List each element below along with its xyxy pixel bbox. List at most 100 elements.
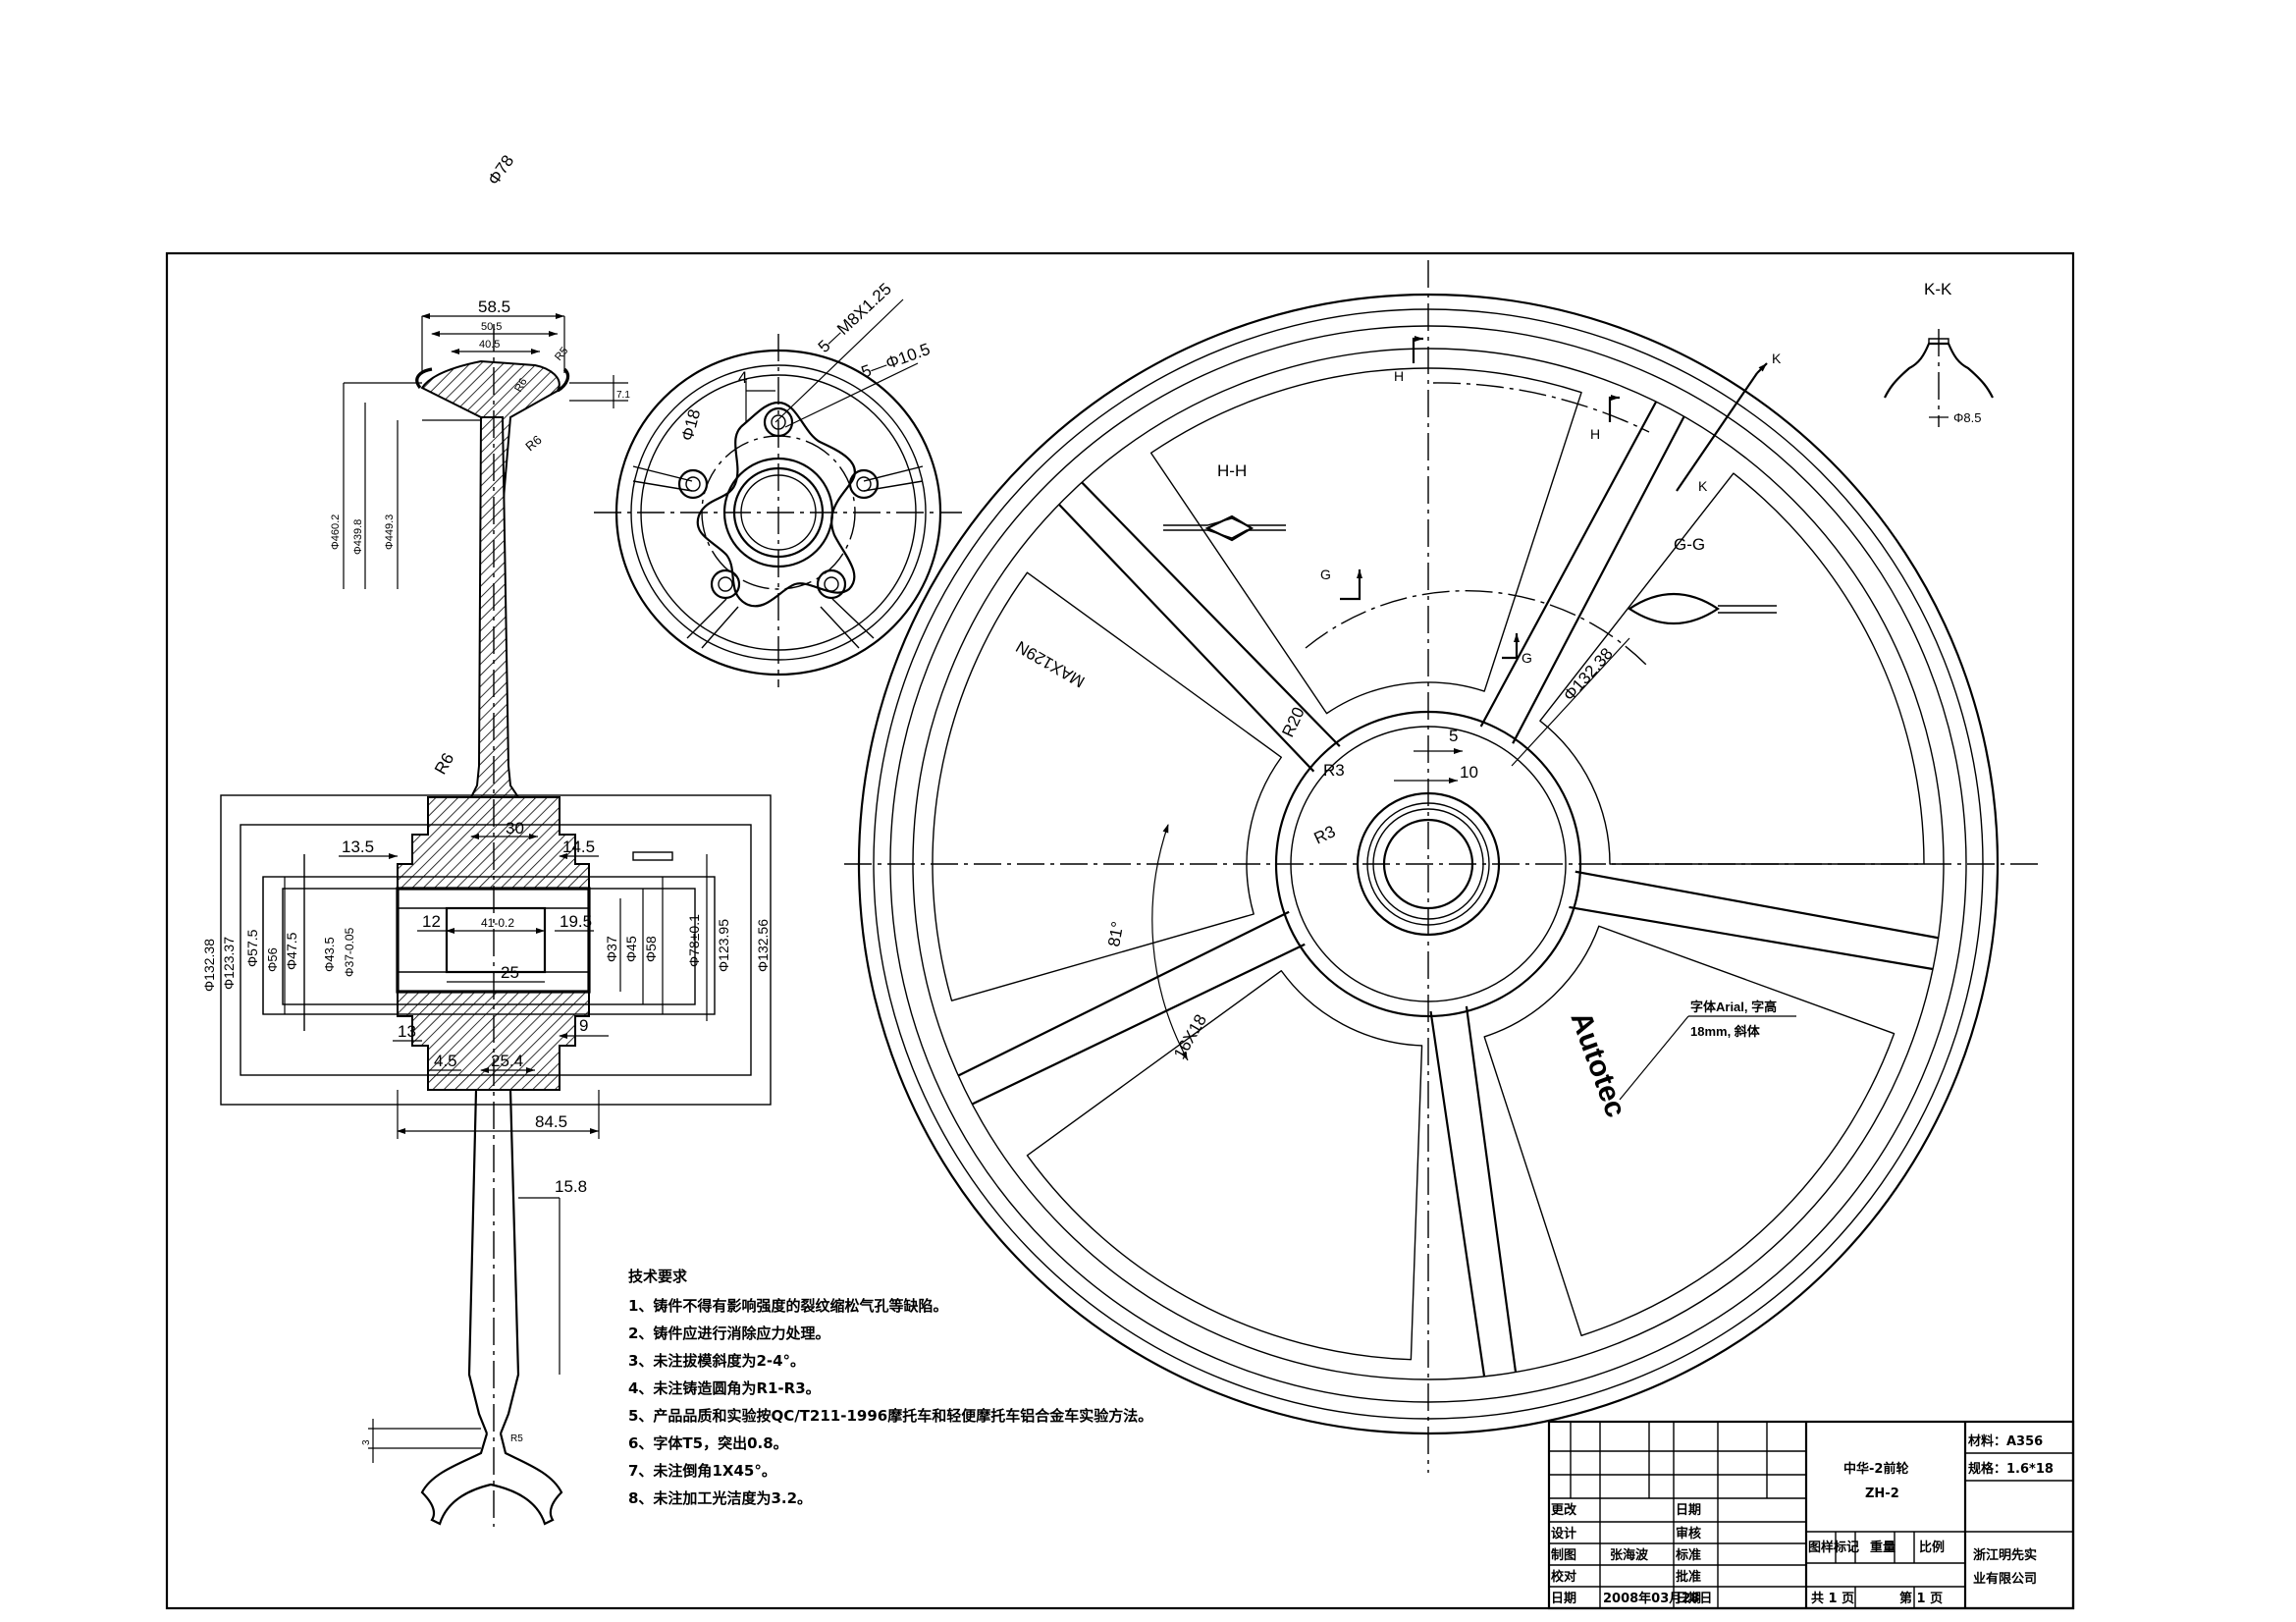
dim-bottom-small: 3 bbox=[361, 1439, 372, 1445]
dim-phi43-5: Φ43.5 bbox=[322, 937, 337, 972]
dim-14-5: 14.5 bbox=[562, 838, 595, 856]
hh-profile bbox=[1163, 514, 1286, 542]
tb-spec: 规格：1.6*18 bbox=[1968, 1461, 2054, 1477]
dim-phi56: Φ56 bbox=[265, 947, 280, 972]
mark-h1: H bbox=[1394, 368, 1404, 384]
gg-profile bbox=[1628, 593, 1777, 624]
mark-g2: G bbox=[1522, 650, 1532, 666]
tb-name: 中华-2前轮 bbox=[1843, 1461, 1908, 1477]
window-cutout bbox=[1483, 925, 1896, 1336]
hub-thread: 5—M8X1.25 bbox=[815, 280, 895, 356]
font-note-l1: 字体Arial, 字高 bbox=[1690, 1000, 1777, 1014]
dim-phi37b: Φ37 bbox=[604, 936, 619, 962]
side-section-view: 58.5 50.5 40.5 R5 R6 7.1 Φ460.2 Φ439.8 Φ… bbox=[201, 297, 772, 1527]
drawing-frame bbox=[165, 251, 2075, 1610]
tb-mid-label-4: 日期 bbox=[1676, 1592, 1701, 1606]
spoke-edge bbox=[971, 943, 1306, 1106]
tb-mid-label-2: 标准 bbox=[1675, 1547, 1701, 1563]
tb-mid-label-0: 日期 bbox=[1676, 1503, 1701, 1518]
note-6: 6、字体T5，突出0.8。 bbox=[628, 1434, 788, 1452]
spoke-edge bbox=[1512, 415, 1685, 744]
spoke-edge bbox=[1465, 1005, 1518, 1373]
note-4: 4、未注铸造圆角为R1-R3。 bbox=[628, 1379, 821, 1397]
spoke-edge bbox=[1058, 503, 1315, 773]
spoke-edge bbox=[957, 910, 1290, 1077]
diameter-dimensions: Φ132.38 Φ123.37 Φ57.5 Φ56 Φ47.5 Φ43.5 Φ3… bbox=[201, 851, 771, 1021]
top-dimensions: 58.5 50.5 40.5 R5 R6 7.1 Φ460.2 Φ439.8 Φ… bbox=[330, 297, 630, 589]
dim-web-r: R6 bbox=[522, 432, 544, 454]
tb-weight: 重量 bbox=[1870, 1540, 1896, 1555]
dim-top-r: R5 bbox=[553, 345, 570, 362]
rim-bottom-section bbox=[420, 1433, 563, 1526]
note-7: 7、未注倒角1X45°。 bbox=[628, 1462, 776, 1480]
spoke-edge bbox=[1081, 481, 1341, 747]
title-block: 中华-2前轮 ZH-2 材料：A356 规格：1.6*18 浙江明先实 业有限公… bbox=[1547, 1420, 2075, 1610]
tb-stage: 图样标记 bbox=[1808, 1540, 1859, 1555]
dim-phi57-5: Φ57.5 bbox=[244, 929, 260, 967]
hub-d4: 4 bbox=[738, 368, 747, 387]
wheel-section-hh: H-H bbox=[1217, 461, 1247, 480]
spoke-edge bbox=[1569, 905, 1934, 971]
wheel-section-kk: K-K bbox=[1924, 280, 1952, 298]
dim-19-5: 19.5 bbox=[560, 912, 592, 931]
spoke-edge bbox=[1575, 870, 1939, 940]
dim-phi58: Φ58 bbox=[643, 936, 659, 962]
dim-phi45: Φ45 bbox=[623, 936, 639, 962]
wheel-front-view: H-H G-G K-K Φ8.5 H H G G K K R bbox=[844, 260, 2042, 1473]
dim-4-5: 4.5 bbox=[434, 1052, 457, 1070]
dim-84-5: 84.5 bbox=[535, 1112, 567, 1131]
hub-phi18: Φ18 bbox=[678, 407, 705, 443]
dim-41: 41-0.2 bbox=[481, 916, 514, 930]
kk-phi: Φ8.5 bbox=[1953, 410, 1981, 425]
tb-mid-label-3: 批准 bbox=[1676, 1569, 1701, 1585]
dim-top-w3: 40.5 bbox=[479, 339, 500, 351]
mark-g1: G bbox=[1320, 567, 1331, 582]
note-2: 2、铸件应进行消除应力处理。 bbox=[628, 1325, 829, 1342]
technical-notes: 技术要求 1、铸件不得有影响强度的裂纹缩松气孔等缺陷。 2、铸件应进行消除应力处… bbox=[628, 1268, 1152, 1507]
wheel-brand: Autotec bbox=[1564, 1007, 1631, 1121]
dim-phi123-95: Φ123.95 bbox=[716, 919, 731, 972]
spoke-edge bbox=[1429, 1010, 1486, 1378]
dim-d-rim3: Φ449.3 bbox=[384, 514, 396, 550]
dim-phi132-38: Φ132.38 bbox=[201, 939, 217, 992]
dim-phi123-37: Φ123.37 bbox=[221, 937, 237, 990]
wheel-angle81: 81° bbox=[1104, 920, 1127, 948]
tb-company-l1: 浙江明先实 bbox=[1973, 1547, 2037, 1563]
dim-15-8: 15.8 bbox=[555, 1177, 587, 1196]
notes-title: 技术要求 bbox=[628, 1268, 688, 1285]
tb-left-value-2: 张海波 bbox=[1610, 1547, 1649, 1563]
window-cutout bbox=[1539, 472, 1925, 865]
tb-scale: 比例 bbox=[1919, 1540, 1945, 1555]
note-1: 1、铸件不得有影响强度的裂纹缩松气孔等缺陷。 bbox=[628, 1297, 947, 1315]
web-lower bbox=[467, 1089, 520, 1434]
dim-12: 12 bbox=[422, 912, 441, 931]
dim-d-rim2: Φ439.8 bbox=[352, 519, 364, 555]
wheel-phi132: Φ132.38 bbox=[1560, 644, 1617, 704]
tb-left-label-4: 日期 bbox=[1551, 1592, 1576, 1606]
mark-h2: H bbox=[1590, 426, 1600, 442]
tb-total: 共 1 页 bbox=[1811, 1591, 1854, 1606]
dim-phi132-56: Φ132.56 bbox=[755, 919, 771, 972]
tb-left-label-0: 更改 bbox=[1551, 1502, 1577, 1518]
wheel-r3a: R3 bbox=[1323, 761, 1345, 780]
dim-small: 7.1 bbox=[616, 390, 630, 401]
mark-k1: K bbox=[1772, 351, 1782, 366]
web-section bbox=[469, 416, 520, 798]
dim-9: 9 bbox=[579, 1016, 588, 1035]
note-5: 5、产品品质和实验按QC/T211-1996摩托车和轻便摩托车铝合金车实验方法。 bbox=[628, 1407, 1152, 1425]
dim-bottom-r: R5 bbox=[510, 1433, 523, 1444]
dim-top-w1: 58.5 bbox=[478, 297, 510, 316]
window-cutouts bbox=[932, 367, 1925, 1361]
wheel-section-gg: G-G bbox=[1674, 535, 1705, 554]
window-cutout bbox=[1026, 970, 1423, 1361]
note-8: 8、未注加工光洁度为3.2。 bbox=[628, 1489, 812, 1507]
hub-hole: 5—Φ10.5 bbox=[859, 340, 933, 382]
tb-material: 材料：A356 bbox=[1968, 1433, 2043, 1449]
tb-left-label-2: 制图 bbox=[1551, 1547, 1576, 1563]
tb-company-l2: 业有限公司 bbox=[1973, 1571, 2037, 1587]
kk-profile: Φ8.5 bbox=[1884, 329, 1994, 427]
tb-left-label-1: 设计 bbox=[1551, 1526, 1576, 1541]
hub-phi78: Φ78 bbox=[484, 152, 517, 189]
dim-top-w2: 50.5 bbox=[481, 321, 502, 333]
tb-left-label-3: 校对 bbox=[1551, 1569, 1576, 1585]
